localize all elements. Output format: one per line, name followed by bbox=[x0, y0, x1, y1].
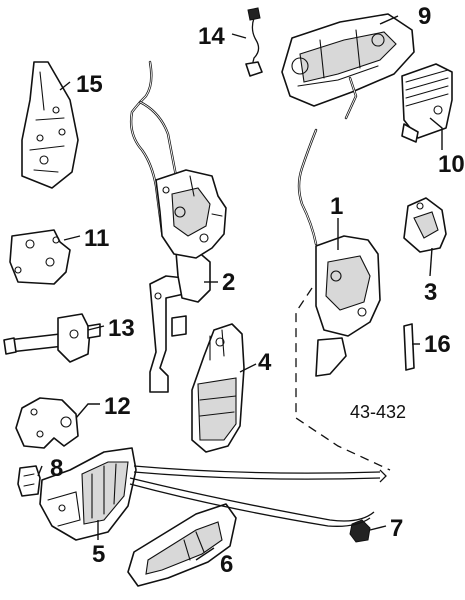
callout-4: 4 bbox=[258, 349, 272, 376]
part-5-handle-bezel bbox=[39, 447, 137, 541]
part-15-mirror-bracket bbox=[21, 61, 79, 189]
callout-14: 14 bbox=[198, 23, 225, 50]
callout-labels: 15 11 13 12 8 5 6 7 14 9 10 1 2 4 3 16 4… bbox=[50, 3, 465, 578]
callout-11: 11 bbox=[84, 225, 109, 252]
leader-lines bbox=[37, 15, 443, 561]
callout-15: 15 bbox=[76, 71, 103, 98]
callout-8: 8 bbox=[50, 455, 63, 482]
part-6-inside-handle bbox=[127, 503, 237, 587]
part-13-door-check bbox=[3, 313, 101, 363]
front-door-latch-assembly bbox=[155, 169, 227, 259]
callout-5: 5 bbox=[92, 541, 105, 568]
part-14-switch bbox=[245, 7, 263, 77]
callout-6: 6 bbox=[220, 551, 233, 578]
part-4-lock-actuator bbox=[191, 323, 245, 453]
part-2-lock-rods bbox=[129, 60, 211, 393]
part-7-clip bbox=[349, 519, 371, 543]
callout-3: 3 bbox=[424, 279, 437, 306]
callout-9: 9 bbox=[418, 3, 431, 30]
part-8-clip bbox=[17, 465, 41, 497]
callout-13: 13 bbox=[108, 315, 135, 342]
callout-2: 2 bbox=[222, 269, 235, 296]
control-cables bbox=[129, 465, 387, 527]
part-3-striker bbox=[403, 197, 447, 253]
callout-10: 10 bbox=[438, 151, 465, 178]
part-16-pin bbox=[403, 323, 415, 371]
part-10-handle-bracket bbox=[401, 63, 453, 143]
callout-16: 16 bbox=[424, 331, 451, 358]
part-12-hinge bbox=[15, 397, 79, 449]
diagram-part-number: 43-432 bbox=[350, 402, 406, 422]
callout-7: 7 bbox=[390, 515, 403, 542]
callout-12: 12 bbox=[104, 393, 131, 420]
callout-1: 1 bbox=[330, 193, 343, 220]
part-9-outside-handle bbox=[281, 13, 415, 107]
part-11-hinge bbox=[9, 229, 71, 285]
part-1-door-latch bbox=[297, 76, 381, 377]
